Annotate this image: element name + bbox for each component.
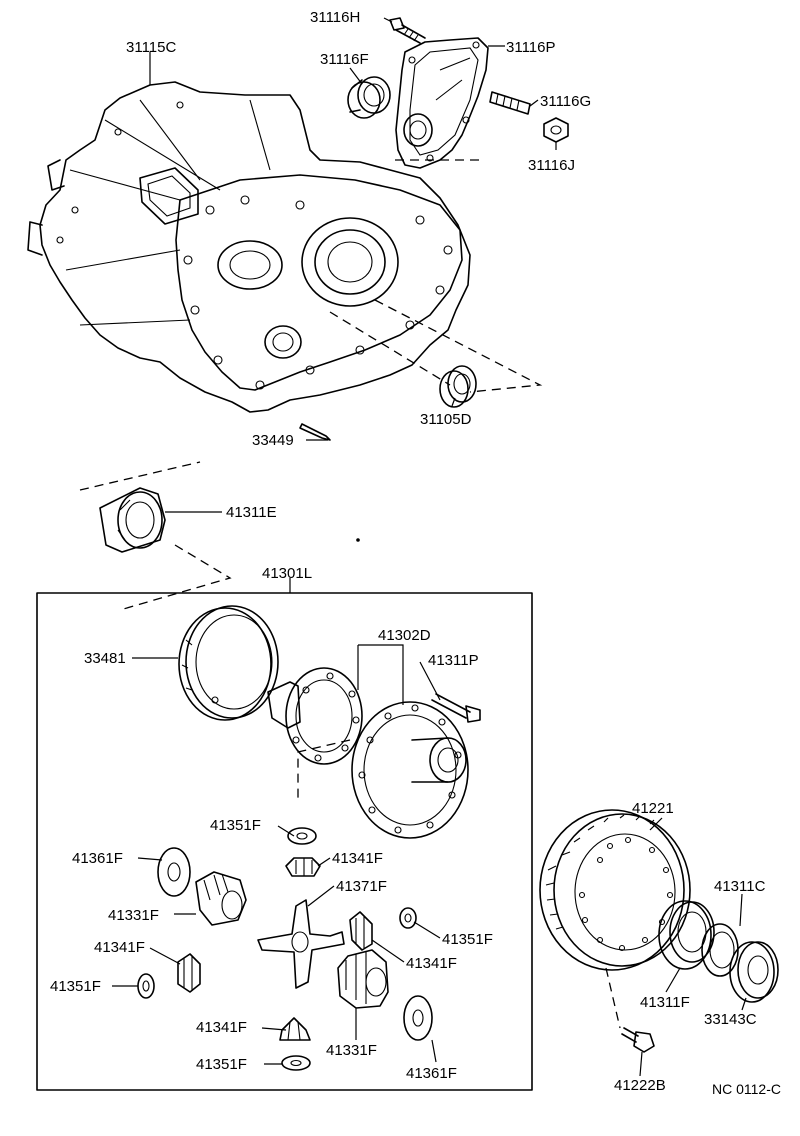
ring-gear-41221-part: [539, 809, 691, 971]
side-gear-41331f-part: [195, 871, 247, 926]
label-41302d: 41302D: [378, 627, 431, 644]
label-31116g: 31116G: [540, 93, 591, 110]
pinion-gear-41341f-part: [349, 911, 373, 951]
cover-31116p-part: [395, 37, 489, 169]
label-33449: 33449: [252, 432, 294, 449]
label-33481: 33481: [84, 650, 126, 667]
bearing-41311c-part: [701, 923, 739, 977]
oil-seal-31105d-part: [439, 365, 477, 408]
washer-41351f-part: [399, 907, 417, 929]
label-41331f: 41331F: [326, 1042, 377, 1059]
label-31105d: 31105D: [420, 411, 472, 428]
label-41331f: 41331F: [108, 907, 159, 924]
ring-33481-part: [178, 605, 279, 721]
label-41341f: 41341F: [406, 955, 457, 972]
side-gear-41331f-part: [337, 949, 389, 1009]
assembly-dashed-line: [297, 739, 351, 800]
label-41361f: 41361F: [406, 1065, 457, 1082]
label-41351f: 41351F: [50, 978, 101, 995]
oil-seal-31116f-part: [347, 76, 391, 119]
washer-41361f-part: [403, 995, 433, 1041]
washer-41361f-part: [157, 847, 191, 897]
assembly-dashed-line: [605, 967, 621, 1029]
label-41361f: 41361F: [72, 850, 123, 867]
pin-33449-part: [299, 423, 331, 441]
label-41341f: 41341F: [196, 1019, 247, 1036]
washer-41351f-part: [137, 973, 155, 999]
bolt-41311p-part: [431, 693, 481, 723]
label-41351f: 41351F: [196, 1056, 247, 1073]
label-41311f: 41311F: [640, 994, 690, 1011]
pinion-gear-41341f-part: [177, 953, 201, 993]
pinion-gear-41341f-part: [279, 1017, 311, 1041]
label-41371f: 41371F: [336, 878, 387, 895]
label-41311e: 41311E: [226, 504, 277, 521]
bearing-41311f-part: [658, 900, 715, 970]
diagram-code: NC 0112-C: [712, 1081, 781, 1097]
pinion-shaft-41371f-part: [257, 899, 345, 989]
label-41351f: 41351F: [442, 931, 493, 948]
label-31116j: 31116J: [528, 157, 575, 174]
assembly-dashed-line: [79, 461, 201, 491]
assembly-dashed-line: [119, 544, 232, 611]
bolt-31116h-part: [389, 17, 426, 44]
assembly-dashed-line: [329, 311, 451, 386]
label-41341f: 41341F: [94, 939, 145, 956]
label-41221: 41221: [632, 800, 674, 817]
nut-31116j-part: [543, 117, 569, 143]
label-41222b: 41222B: [614, 1077, 666, 1094]
label-41311c: 41311C: [714, 878, 766, 895]
shim-33143c-part: [729, 941, 779, 1003]
label-33143c: 33143C: [704, 1011, 757, 1028]
label-31115c: 31115C: [126, 39, 176, 56]
differential-case-41302d-part: [267, 667, 469, 839]
label-31116h: 31116H: [310, 9, 360, 26]
assembly-41301l-box: [36, 592, 533, 1091]
bolt-41222b-part: [621, 1027, 655, 1053]
transaxle-case-part: [27, 81, 471, 413]
stud-31116g-part: [489, 91, 531, 115]
leader-lines: [112, 17, 747, 1077]
label-41351f: 41351F: [210, 817, 261, 834]
label-41311p: 41311P: [428, 652, 479, 669]
washer-41351f-part: [281, 1055, 311, 1071]
assembly-dashed-line: [374, 299, 543, 393]
label-41301l: 41301L: [262, 565, 312, 582]
bearing-41311e-part: [99, 487, 166, 553]
label-31116p: 31116P: [506, 39, 556, 56]
label-31116f: 31116F: [320, 51, 369, 68]
label-41341f: 41341F: [332, 850, 383, 867]
washer-41351f-part: [287, 827, 317, 845]
pinion-gear-41341f-part: [285, 857, 321, 877]
mark-dot: [356, 538, 360, 542]
